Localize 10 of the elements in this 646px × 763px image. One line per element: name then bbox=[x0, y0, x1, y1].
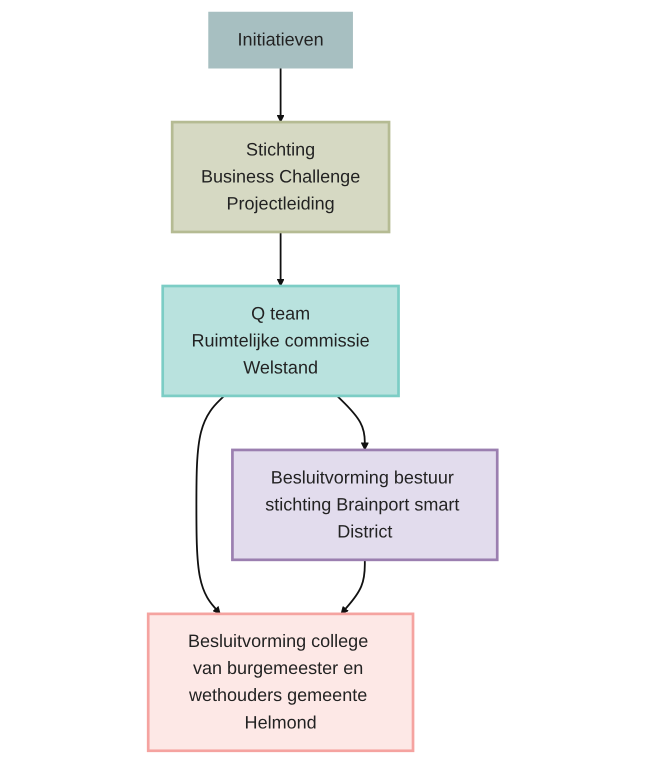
node-box: Stichting Business Challenge Projectleiding bbox=[171, 120, 391, 234]
arrow bbox=[336, 395, 370, 450]
arrow bbox=[340, 560, 366, 614]
arrow bbox=[196, 395, 226, 614]
node-box: Besluitvorming bestuur stichting Brainport smart District bbox=[231, 448, 499, 562]
node-box: Q team Ruimtelijke commissie Welstand bbox=[162, 284, 400, 398]
node-box: Initiatieven bbox=[208, 12, 354, 68]
arrow bbox=[276, 68, 285, 122]
node-box: Besluitvorming college van burgemeester en wethouders gemeente Helmond bbox=[147, 612, 415, 752]
arrow bbox=[276, 232, 285, 286]
